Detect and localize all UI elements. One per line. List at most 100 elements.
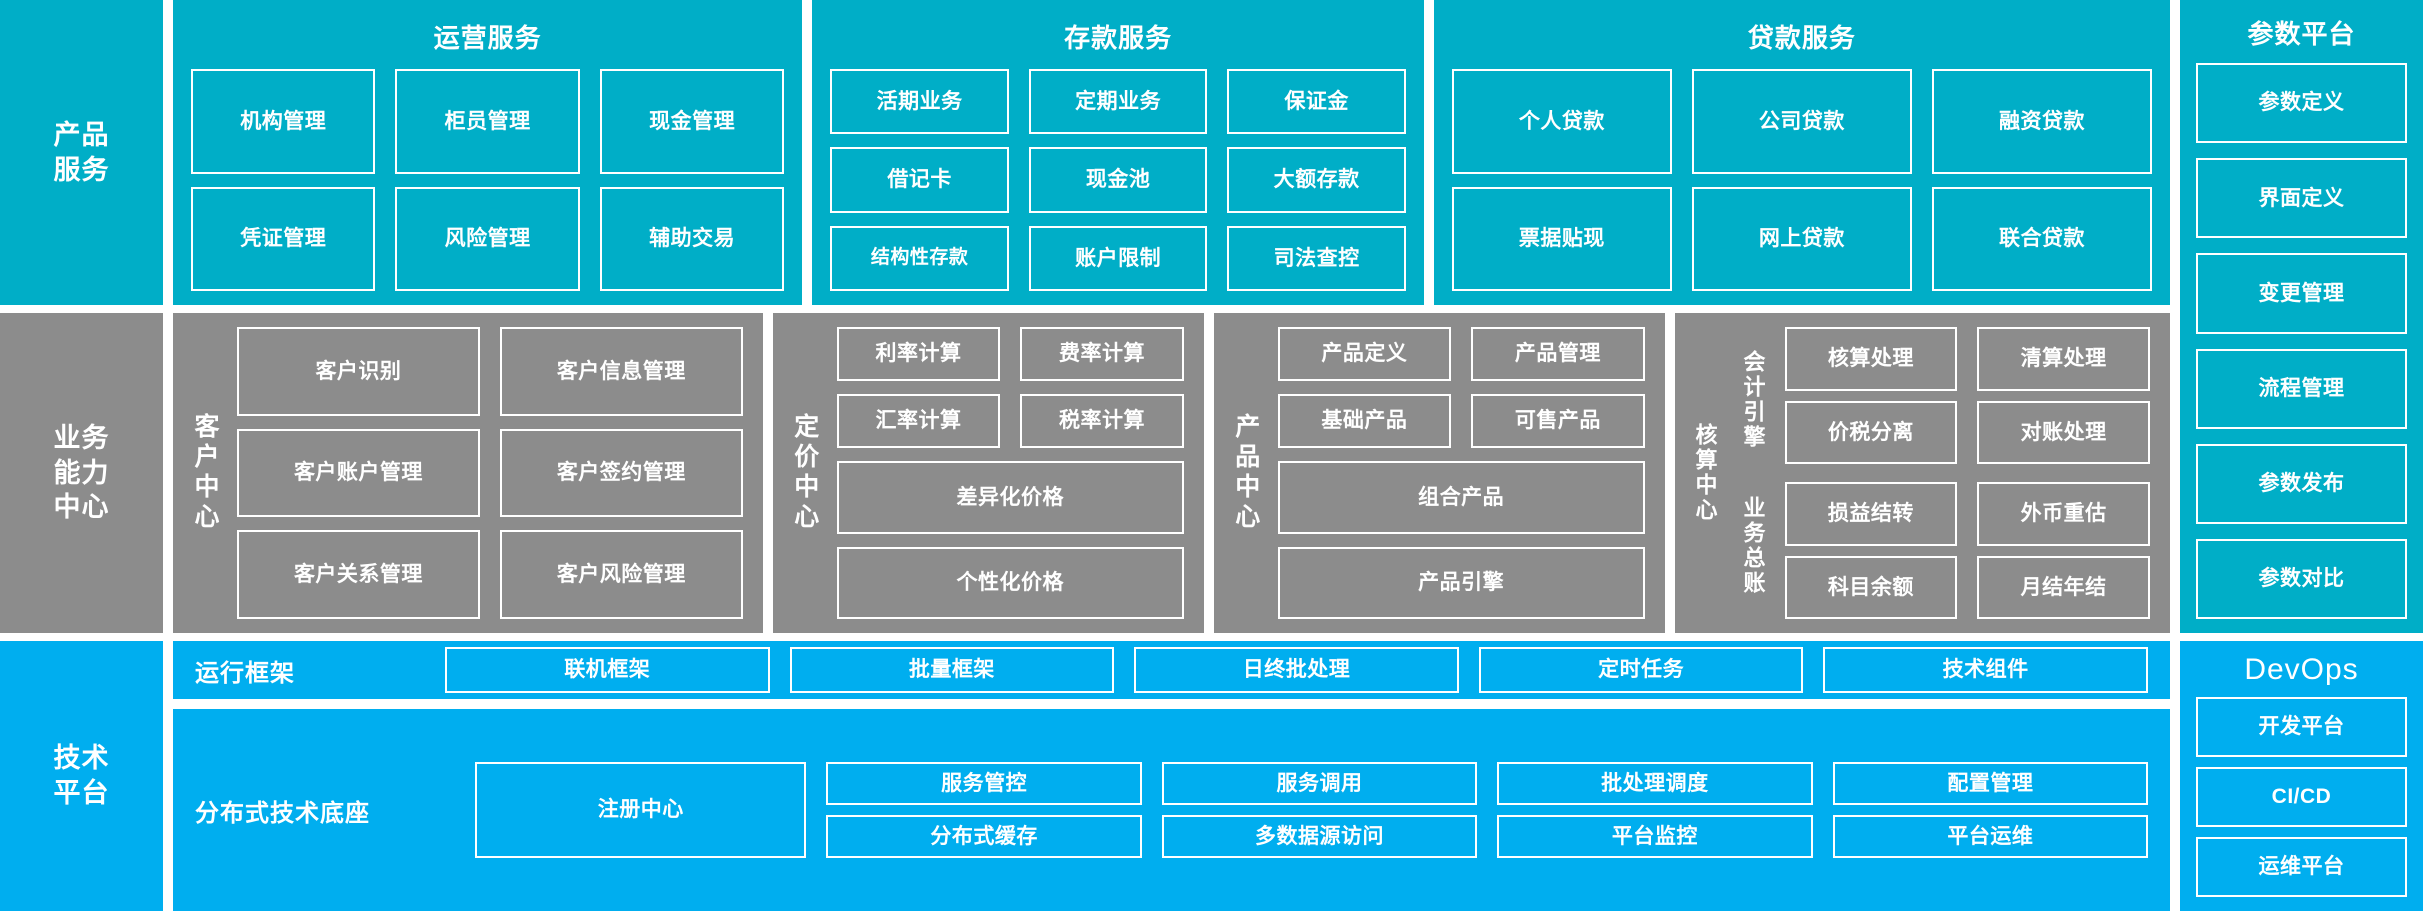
tile-subject-balance[interactable]: 科目余额 [1784,555,1958,619]
tile-composite-product[interactable]: 组合产品 [1277,461,1645,534]
technology-platform-rows: 运行框架 联机框架 批量框架 日终批处理 定时任务 技术组件 分布式技术底座 注… [173,641,2170,911]
band-technology-platform: 技术平台 运行框架 联机框架 批量框架 日终批处理 定时任务 技术组件 分布式技… [0,641,2423,911]
tile-development-platform[interactable]: 开发平台 [2196,697,2407,757]
group-customer-center-label: 客户中心 [191,413,219,533]
devops-platform-list: 开发平台 CI/CD 运维平台 [2196,697,2407,897]
tile-price-tax-separation[interactable]: 价税分离 [1784,400,1958,464]
tile-personal-loan[interactable]: 个人贷款 [1451,69,1672,174]
tile-personalized-price[interactable]: 个性化价格 [836,546,1184,619]
tile-parameter-definition[interactable]: 参数定义 [2196,63,2407,144]
tile-account-restriction[interactable]: 账户限制 [1028,225,1208,291]
tile-config-management[interactable]: 配置管理 [1832,762,2149,805]
tile-platform-monitoring[interactable]: 平台监控 [1497,815,1813,858]
group-loan-services-tiles: 个人贷款 公司贷款 融资贷款 票据贴现 网上贷款 联合贷款 [1451,69,2152,291]
tile-cash-management[interactable]: 现金管理 [599,69,785,174]
group-accounting-center-label: 核算中心 [1692,423,1718,523]
tile-debit-card[interactable]: 借记卡 [830,147,1009,213]
rail-technology-platform-label: 技术平台 [53,743,110,808]
rail-technology-platform: 技术平台 [0,641,163,911]
tile-product-management[interactable]: 产品管理 [1471,327,1645,381]
tile-online-framework[interactable]: 联机框架 [445,647,770,693]
tile-accounting-processing[interactable]: 核算处理 [1784,327,1958,391]
tile-scheduled-task[interactable]: 定时任务 [1478,647,1804,693]
band-product-services: 产品服务 运营服务 机构管理 柜员管理 现金管理 凭证管理 风险管理 辅助交易 … [0,0,2423,633]
tech-col-scheduling: 批处理调度 平台监控 [1497,762,1813,858]
tile-fee-rate-calc[interactable]: 费率计算 [1020,327,1184,381]
tile-margin-deposit[interactable]: 保证金 [1227,69,1406,135]
accounting-sub-labels: 会计引擎 业务总账 [1735,327,1771,619]
tile-bill-discount[interactable]: 票据贴现 [1451,186,1672,291]
parameter-platform-list: 参数定义 界面定义 变更管理 流程管理 参数发布 参数对比 [2196,63,2407,620]
tile-customer-risk-management[interactable]: 客户风险管理 [499,530,743,619]
tile-month-year-end-closing[interactable]: 月结年结 [1977,555,2150,619]
tile-profit-loss-carryover[interactable]: 损益结转 [1784,482,1958,546]
tech-row-runtime-framework-tiles: 联机框架 批量框架 日终批处理 定时任务 技术组件 [445,647,2148,693]
tile-interest-rate-calc[interactable]: 利率计算 [836,327,1001,381]
tile-demand-deposit[interactable]: 活期业务 [830,69,1009,135]
group-deposit-services-tiles: 活期业务 定期业务 保证金 借记卡 现金池 大额存款 结构性存款 账户限制 司法… [830,69,1406,291]
tile-large-deposit[interactable]: 大额存款 [1227,147,1406,213]
tile-product-engine[interactable]: 产品引擎 [1277,546,1645,619]
tile-voucher-management[interactable]: 凭证管理 [191,186,376,291]
tile-customer-identification[interactable]: 客户识别 [237,327,480,416]
devops-platform: DevOps 开发平台 CI/CD 运维平台 [2180,641,2423,911]
tile-online-loan[interactable]: 网上贷款 [1691,186,1912,291]
tile-interface-definition[interactable]: 界面定义 [2196,158,2407,239]
tile-change-management[interactable]: 变更管理 [2196,253,2407,334]
rail-product-services: 产品服务 [0,0,163,305]
tech-row-distributed-base-label: 分布式技术底座 [195,799,370,827]
tech-col-config: 配置管理 平台运维 [1832,762,2149,858]
tile-service-governance[interactable]: 服务管控 [826,762,1142,805]
tile-tax-rate-calc[interactable]: 税率计算 [1020,394,1184,448]
tile-technical-component[interactable]: 技术组件 [1823,647,2148,693]
tile-risk-management[interactable]: 风险管理 [395,186,580,291]
tile-service-invocation[interactable]: 服务调用 [1161,762,1478,805]
tile-ci-cd[interactable]: CI/CD [2196,767,2407,827]
tile-eod-batch-processing[interactable]: 日终批处理 [1134,647,1459,693]
group-pricing-center: 定价中心 利率计算 费率计算 汇率计算 税率计算 差异化价格 个性化价格 [772,313,1204,633]
tile-parameter-compare[interactable]: 参数对比 [2196,538,2407,620]
tech-row-runtime-framework: 运行框架 联机框架 批量框架 日终批处理 定时任务 技术组件 [173,641,2170,699]
tile-settlement-processing[interactable]: 清算处理 [1977,327,2150,391]
tile-batch-framework[interactable]: 批量框架 [789,647,1115,693]
tile-sellable-product[interactable]: 可售产品 [1471,394,1645,448]
parameter-platform-spacer [2180,313,2423,633]
tile-reconciliation-processing[interactable]: 对账处理 [1977,400,2150,464]
tile-batch-scheduling[interactable]: 批处理调度 [1497,762,1813,805]
tile-time-deposit[interactable]: 定期业务 [1028,69,1208,135]
tile-teller-management[interactable]: 柜员管理 [395,69,580,174]
tile-platform-operations[interactable]: 平台运维 [1832,815,2149,858]
tile-customer-relation-management[interactable]: 客户关系管理 [237,530,480,619]
tech-row-distributed-base: 分布式技术底座 注册中心 服务管控 分布式缓存 服务调用 多数据源访问 批处理调… [173,709,2170,911]
tile-cash-pool[interactable]: 现金池 [1028,147,1208,213]
tile-judicial-control[interactable]: 司法查控 [1227,225,1406,291]
rail-business-ability-center: 业务能力中心 [0,313,163,633]
tile-corporate-loan[interactable]: 公司贷款 [1691,69,1912,174]
tile-differentiated-price[interactable]: 差异化价格 [836,461,1184,534]
tech-col-service: 服务管控 分布式缓存 [826,762,1142,858]
tile-structured-deposit[interactable]: 结构性存款 [830,225,1009,291]
tile-financing-loan[interactable]: 融资贷款 [1931,69,2152,174]
tile-customer-info-management[interactable]: 客户信息管理 [499,327,743,416]
tile-product-definition[interactable]: 产品定义 [1277,327,1452,381]
tile-registry-center[interactable]: 注册中心 [475,762,807,858]
tile-operations-platform[interactable]: 运维平台 [2196,837,2407,897]
tile-customer-contract-management[interactable]: 客户签约管理 [499,428,743,518]
rail-business-ability-center-label: 业务能力中心 [53,423,110,523]
tile-parameter-publish[interactable]: 参数发布 [2196,443,2407,524]
tile-org-management[interactable]: 机构管理 [191,69,376,174]
tile-foreign-currency-revaluation[interactable]: 外币重估 [1977,482,2150,546]
tile-process-management[interactable]: 流程管理 [2196,348,2407,429]
band-business-ability-center: 业务能力中心 客户中心 客户识别 客户信息管理 客户账户管理 客户签约管理 客户… [0,313,2423,633]
tech-col-invocation: 服务调用 多数据源访问 [1161,762,1478,858]
tile-customer-account-management[interactable]: 客户账户管理 [237,428,480,518]
tile-syndicated-loan[interactable]: 联合贷款 [1931,186,2152,291]
tile-basic-product[interactable]: 基础产品 [1277,394,1452,448]
parameter-platform: 参数平台 参数定义 界面定义 变更管理 流程管理 参数发布 参数对比 [2180,0,2423,633]
group-operations-services-tiles: 机构管理 柜员管理 现金管理 凭证管理 风险管理 辅助交易 [191,69,785,291]
tile-auxiliary-transaction[interactable]: 辅助交易 [599,186,785,291]
tile-multi-datasource-access[interactable]: 多数据源访问 [1161,815,1478,858]
tile-exchange-rate-calc[interactable]: 汇率计算 [836,394,1001,448]
tile-distributed-cache[interactable]: 分布式缓存 [826,815,1142,858]
